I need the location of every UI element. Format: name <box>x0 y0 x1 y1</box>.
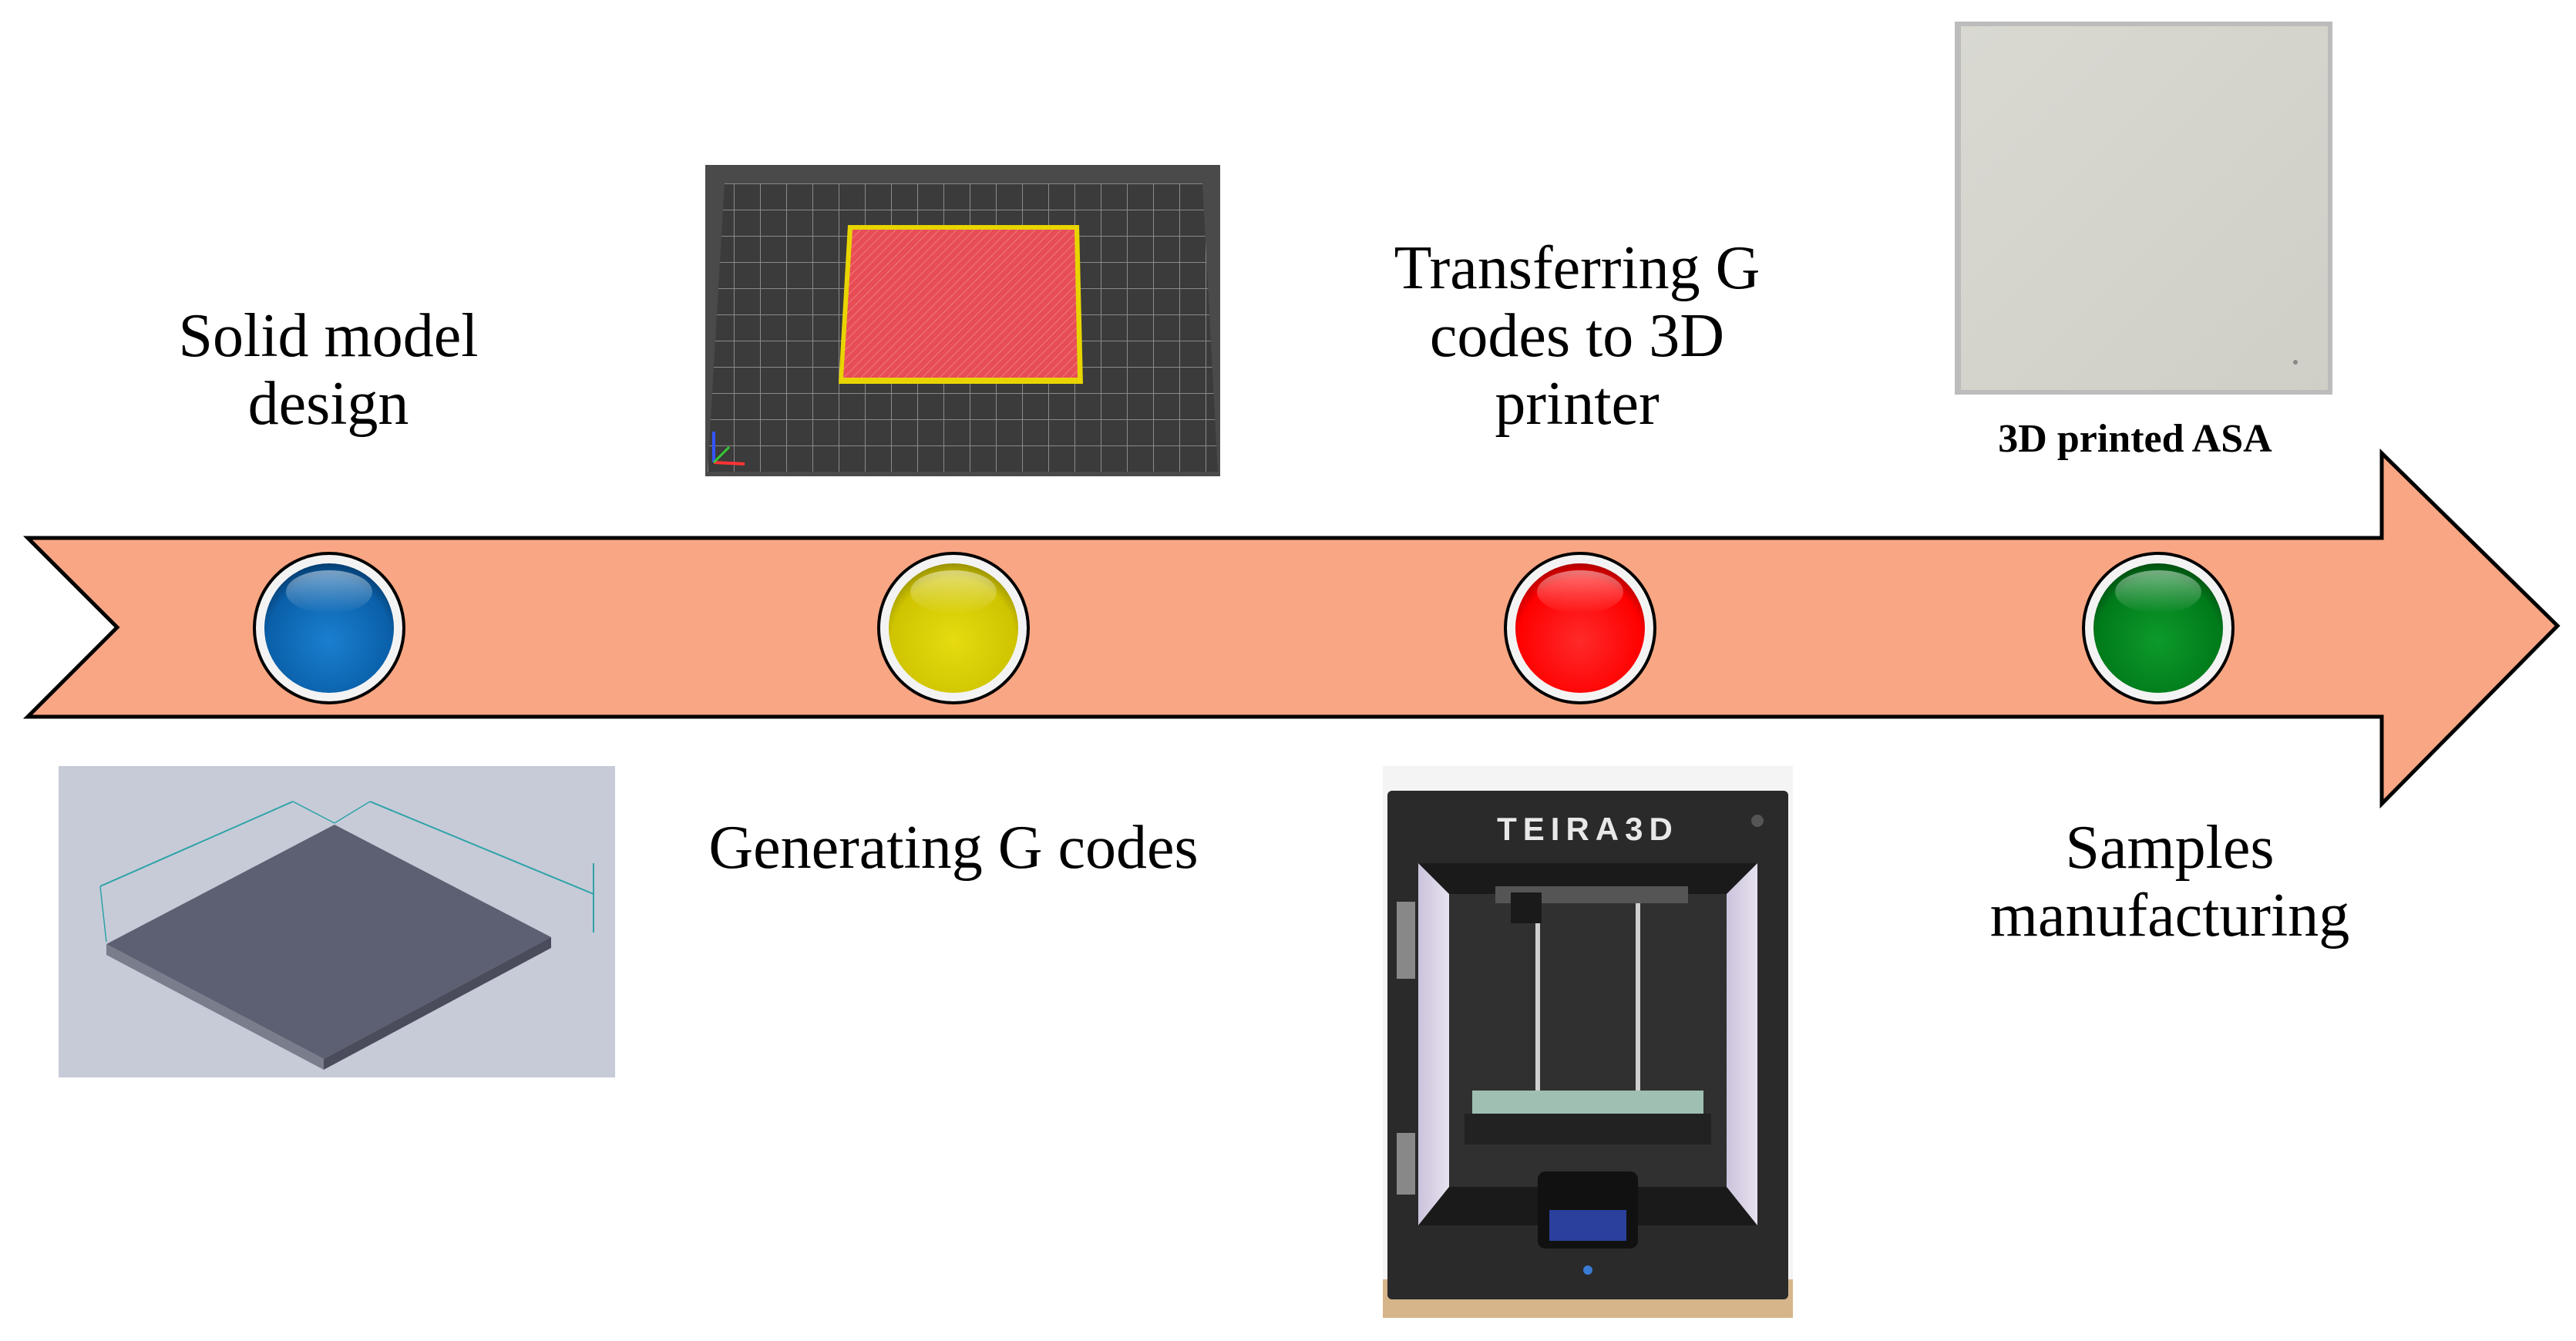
step-1-marker <box>253 552 405 704</box>
step-2-label-line-1: Generating G codes <box>708 814 1199 882</box>
printed-sample-photo <box>1955 22 2332 395</box>
step-3-label-line-1: Transferring G <box>1394 234 1760 302</box>
step-3-label-line-3: printer <box>1495 370 1660 438</box>
step-4-marker <box>2082 552 2235 704</box>
step-3-marker <box>1504 552 1656 704</box>
step-1-label-line-2: design <box>247 370 409 438</box>
step-1-label-line-1: Solid model <box>178 302 479 370</box>
step-2-label: Generating G codes <box>645 814 1262 882</box>
timeline-arrow <box>22 449 2561 809</box>
printed-sample-caption: 3D printed ASA <box>1998 417 2272 461</box>
step-4-label-line-2: manufacturing <box>1989 882 2350 949</box>
step-3-label-line-2: codes to 3D <box>1429 302 1725 370</box>
printer-photo <box>1383 766 1793 1318</box>
step-4-label-line-1: Samples <box>2065 814 2275 882</box>
printer-brand-logo: TEIRA3D <box>1497 811 1679 847</box>
step-2-marker <box>877 552 1030 704</box>
cad-model-image <box>59 766 615 1077</box>
step-1-label: Solid model design <box>136 302 521 438</box>
slicer-preview-image <box>705 165 1220 476</box>
step-4-label: Samples manufacturing <box>1939 814 2401 949</box>
step-3-label: Transferring G codes to 3D printer <box>1346 234 1808 438</box>
